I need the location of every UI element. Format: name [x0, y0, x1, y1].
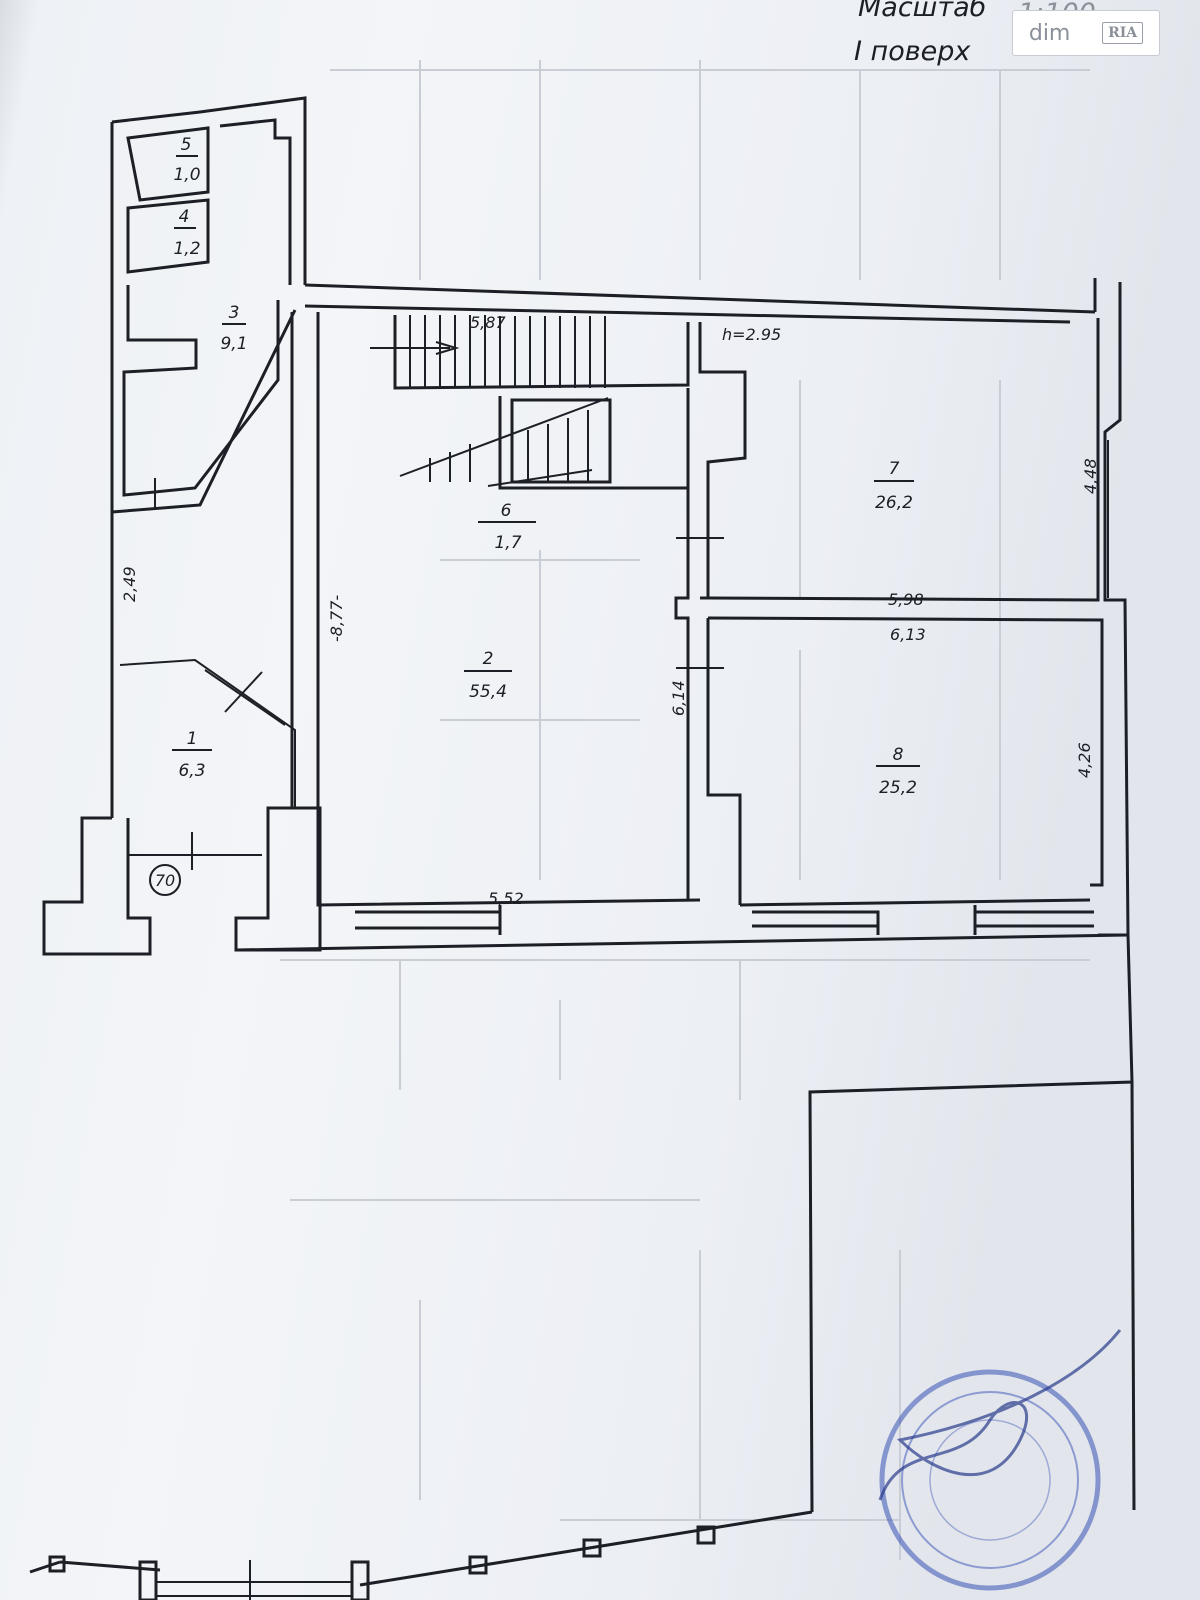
ceiling-height-label: h=2.95: [722, 325, 781, 344]
svg-text:1,2: 1,2: [173, 239, 200, 259]
svg-text:7: 7: [889, 459, 900, 479]
svg-text:25,2: 25,2: [879, 778, 917, 798]
outer-walls: [235, 278, 1130, 952]
dimension-stair-width: 5,87: [470, 313, 506, 332]
room-label-6: 6 1,7: [478, 501, 536, 553]
room-label-3: 3 9,1: [220, 303, 247, 354]
watermark-site: dim: [1028, 20, 1071, 46]
dimension-corridor: 2,49: [120, 566, 139, 602]
left-tower-walls: [42, 96, 307, 956]
lower-annex: [29, 934, 1136, 1587]
dimension-room7-bottom: 5,98: [888, 590, 924, 609]
room-label-4: 4 1,2: [173, 207, 200, 259]
entrance-pillar: [234, 806, 322, 952]
watermark-brand: RIA: [1102, 22, 1144, 44]
official-stamp: [878, 1329, 1122, 1591]
dimension-room7-side: 4,48: [1081, 458, 1100, 494]
staircase-room-6: [370, 315, 690, 490]
dimension-hall-depth: -8,77-: [327, 595, 346, 642]
scale-label: Масштаб: [858, 0, 986, 23]
room-label-7: 7 26,2: [874, 459, 914, 513]
svg-text:5: 5: [181, 135, 192, 155]
svg-text:1,0: 1,0: [173, 165, 200, 185]
dimension-room8-side: 4,26: [1075, 742, 1094, 778]
svg-text:4: 4: [179, 207, 190, 227]
show-through-lines: [280, 60, 1090, 1560]
rooms-7-8-walls: [674, 318, 1109, 935]
room-label-1: 1 1 6,3: [172, 729, 212, 781]
room-label-2: 2 2 55,4 55,4: [464, 649, 512, 702]
svg-text:55,4: 55,4: [469, 682, 507, 702]
svg-text:9,1: 9,1: [220, 334, 247, 354]
watermark-logo: dim RIA: [1012, 10, 1160, 56]
dimension-partition: 6,14: [669, 680, 688, 716]
svg-text:70: 70: [155, 871, 175, 890]
svg-text:6,3: 6,3: [178, 761, 205, 781]
room-label-8: 8 25,2: [876, 745, 920, 798]
svg-text:26,2: 26,2: [875, 493, 913, 513]
svg-text:1: 1: [187, 729, 198, 749]
svg-text:6: 6: [501, 501, 512, 521]
dimension-hall-bottom: 5,52: [488, 889, 524, 908]
section-marker: 70: [128, 832, 262, 896]
dimension-room8-top: 6,13: [890, 625, 926, 644]
floor-label: I поверх: [854, 36, 971, 67]
svg-text:1,7: 1,7: [494, 533, 521, 553]
svg-text:2: 2: [483, 649, 494, 669]
room-label-5: 5 1,0: [173, 135, 200, 185]
svg-text:3: 3: [229, 303, 240, 323]
svg-text:8: 8: [893, 745, 904, 765]
outdoor-stairs: [138, 1560, 370, 1600]
